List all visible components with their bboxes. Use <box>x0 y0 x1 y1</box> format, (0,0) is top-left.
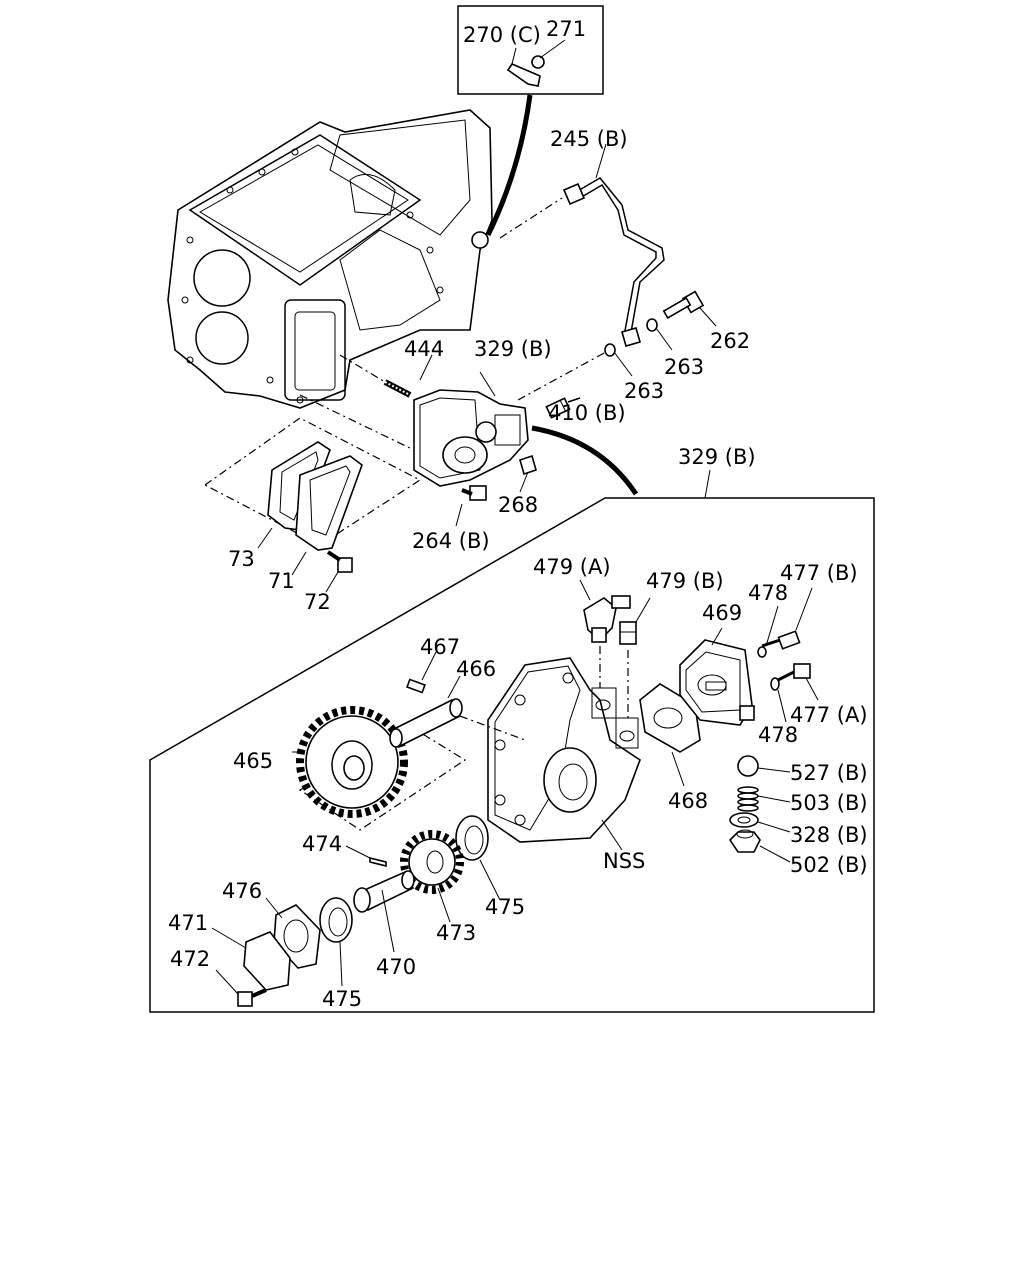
callout-329-box: 329 (B) <box>678 445 756 469</box>
callout-329-upper: 329 (B) <box>474 337 552 361</box>
pipe-nut-icon <box>621 327 641 347</box>
callout-270: 270 (C) <box>463 23 541 47</box>
callout-72: 72 <box>304 590 331 614</box>
callout-472: 472 <box>170 947 210 971</box>
washer-328-icon <box>729 812 759 828</box>
stud-444-icon <box>383 379 412 398</box>
callout-264: 264 (B) <box>412 529 490 553</box>
key-467-icon <box>406 651 437 694</box>
callout-477a: 477 (A) <box>790 703 868 727</box>
bearing-475a <box>455 815 501 901</box>
callout-479b: 479 (B) <box>646 569 724 593</box>
washer-263-icon <box>604 343 616 357</box>
callout-444: 444 <box>404 337 444 361</box>
shaft-470 <box>353 870 415 953</box>
bolt-477a-icon <box>777 663 819 701</box>
pto-assembly <box>299 354 639 527</box>
callout-474: 474 <box>302 832 342 856</box>
callout-nss: NSS <box>603 849 645 873</box>
nut-271-icon <box>531 55 545 69</box>
callout-73: 73 <box>228 547 255 571</box>
callout-263-upper: 263 <box>664 355 704 379</box>
callout-476: 476 <box>222 879 262 903</box>
callout-268: 268 <box>498 493 538 517</box>
washer-478b-icon <box>770 677 780 691</box>
callout-245: 245 (B) <box>550 127 628 151</box>
callout-471: 471 <box>168 911 208 935</box>
callout-478-lower: 478 <box>758 723 798 747</box>
bolt-472-icon <box>215 969 267 1007</box>
washer-263-icon <box>646 318 658 332</box>
pump-469 <box>679 627 755 726</box>
check-valve-stack <box>728 755 791 863</box>
bolt-264-icon <box>461 485 487 501</box>
callout-527: 527 (B) <box>790 761 868 785</box>
callout-466: 466 <box>456 657 496 681</box>
transmission-housing <box>167 109 493 409</box>
callout-477b: 477 (B) <box>780 561 858 585</box>
pipe-nut-icon <box>562 182 586 206</box>
spring-503-icon <box>737 786 759 812</box>
callout-469: 469 <box>702 601 742 625</box>
callout-479a: 479 (A) <box>533 555 611 579</box>
gear-465 <box>292 706 467 831</box>
bearing-475b <box>319 897 353 987</box>
callout-470: 470 <box>376 955 416 979</box>
callout-labels: 270 (C) 271 245 (B) 262 263 263 444 329 … <box>168 17 868 1011</box>
callout-478-upper: 478 <box>748 581 788 605</box>
plug-502-icon <box>728 831 761 853</box>
detail-box <box>149 469 875 1013</box>
washer-478a-icon <box>757 646 767 658</box>
pto-body-detail <box>487 646 641 851</box>
key-474-icon <box>345 845 387 868</box>
pipe-assembly <box>499 143 717 401</box>
gear-473 <box>400 830 464 923</box>
callout-262: 262 <box>710 329 750 353</box>
callout-467: 467 <box>420 635 460 659</box>
cover-471 <box>211 927 291 991</box>
callout-465: 465 <box>233 749 273 773</box>
callout-468: 468 <box>668 789 708 813</box>
callout-502: 502 (B) <box>790 853 868 877</box>
fitting-479b-icon <box>619 597 651 645</box>
callout-473: 473 <box>436 921 476 945</box>
bolt-477b-icon <box>761 587 813 650</box>
fitting-410-icon <box>545 397 581 419</box>
elbow-479a-icon <box>579 579 631 643</box>
cover-gasket-set <box>203 417 422 593</box>
bolt-72-icon <box>326 550 353 573</box>
bolt-262-icon <box>662 290 705 320</box>
callout-503: 503 (B) <box>790 791 868 815</box>
callout-475-right: 475 <box>485 895 525 919</box>
callout-475-left: 475 <box>322 987 362 1011</box>
nut-268-icon <box>519 454 537 476</box>
callout-71: 71 <box>268 569 295 593</box>
shaft-466 <box>389 675 526 748</box>
callout-410: 410 (B) <box>548 401 626 425</box>
ball-527-icon <box>737 755 759 777</box>
callout-263-lower: 263 <box>624 379 664 403</box>
callout-328: 328 (B) <box>790 823 868 847</box>
callout-271: 271 <box>546 17 586 41</box>
inset-clip-box <box>457 5 604 237</box>
